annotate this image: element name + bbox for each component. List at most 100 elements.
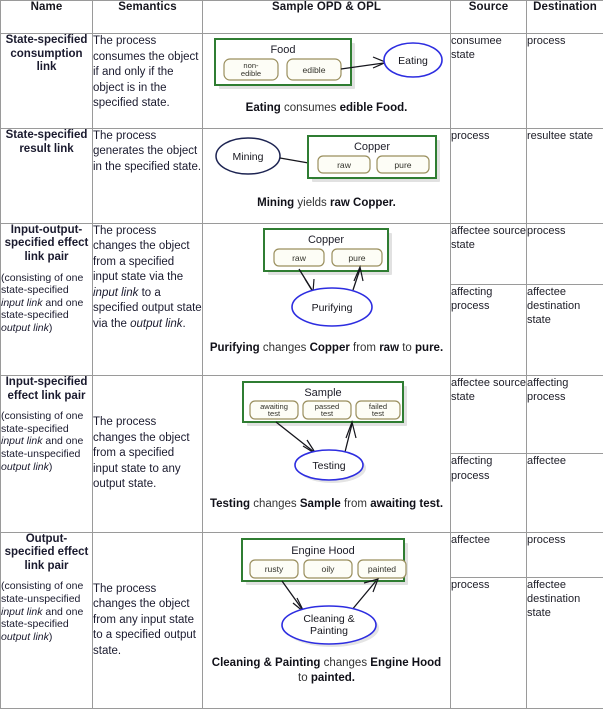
process-label: Mining [232, 151, 263, 163]
opd-diagram-consumption: Food non- edible edible Eating Eating co… [208, 34, 446, 116]
opd-diagram-output-specified: Engine Hood rusty oily painted Clea [208, 533, 446, 686]
link-qualifier: (consisting of one state-specified input… [1, 271, 84, 334]
state-rect-0 [248, 400, 299, 420]
opd-svg: Mining Copper raw pure [214, 134, 440, 182]
state-label-1: oily [321, 564, 335, 574]
row-name-cell: Input-specified effect link pair (consis… [0, 375, 93, 533]
row-source-cell: affectee [450, 531, 527, 579]
state-rect-0 [272, 248, 325, 267]
state-rect-0 [222, 58, 279, 81]
column-header-destination: Destination [526, 0, 603, 34]
table-header-row: Name Semantics Sample OPD & OPL Source D… [0, 0, 603, 34]
process-ellipse-mining [214, 137, 281, 175]
link-name: Input-output-specified effect link pair [4, 223, 89, 263]
opl-part: Copper [309, 341, 350, 354]
source-text: process [451, 129, 490, 142]
row-source-cell: affectee source state [450, 375, 527, 455]
opl-part: Engine Hood [370, 656, 442, 669]
opl-part: . [439, 341, 444, 354]
opl-sentence: Testing changes Sample from awaiting tes… [208, 497, 446, 512]
destination-text: process [527, 533, 566, 546]
row-opd-cell: Food non- edible edible Eating Eating co… [202, 33, 451, 129]
output-link-arrowhead [352, 264, 364, 282]
object-label: Sample [304, 387, 341, 399]
input-link-line [275, 421, 314, 453]
row-destination-cell: process [526, 33, 603, 129]
table-row-sub: process affectee destination state [1, 577, 603, 709]
opd-svg: Sample awaiting test passed test failed … [241, 381, 407, 484]
row-destination-cell: resultee state [526, 127, 603, 224]
output-link-line [351, 268, 361, 291]
source-text: consumee state [451, 35, 502, 62]
state-rect-0 [248, 559, 299, 579]
row-source-cell: process [450, 127, 527, 224]
opl-part: from [349, 341, 380, 354]
table-row: State-specified result link The process … [0, 127, 603, 224]
state-rect-1 [330, 248, 383, 267]
opl-part: painted [310, 671, 352, 684]
row-source-cell: consumee state [450, 33, 527, 129]
source-text: affecting process [451, 286, 493, 313]
state-label-0b: test [267, 409, 280, 418]
row-semantics-cell: The process consumes the object if and o… [92, 33, 203, 129]
object-label: Food [270, 44, 295, 56]
state-label-1b: test [320, 409, 333, 418]
opl-part: Purifying [209, 341, 260, 354]
table-row: Output-specified effect link pair (consi… [0, 531, 603, 709]
opl-part: to [298, 671, 311, 684]
opd-svg: Engine Hood rusty oily painted Clea [240, 537, 408, 647]
destination-text: affectee destination state [527, 286, 581, 327]
table-row: State-specified consumption link The pro… [0, 33, 603, 129]
row-name-cell: Input-output-specified effect link pair … [0, 222, 93, 377]
semantics-text: The process generates the object in the … [93, 129, 202, 173]
table-row-sub: affecting process affectee [1, 453, 603, 533]
output-link-arrowhead [363, 577, 379, 593]
semantics-text: The process changes the object from a sp… [93, 416, 190, 491]
opl-part: raw Copper [330, 196, 393, 209]
process-ellipse-eating [382, 42, 443, 78]
output-link-line [350, 580, 376, 612]
object-label: Copper [353, 141, 389, 153]
consumption-link-line [340, 62, 384, 70]
opl-part: . [404, 102, 408, 114]
opl-part: changes [250, 498, 300, 511]
state-label-1: pure [394, 160, 411, 170]
state-label-0b: edible [240, 69, 260, 78]
source-text: affectee [451, 533, 490, 546]
object-label: Engine Hood [291, 545, 355, 557]
opl-sentence: Cleaning & Painting changes Engine Hood … [208, 656, 446, 686]
column-header-source: Source [450, 0, 527, 34]
output-link-arrowhead [344, 420, 357, 439]
table-row: Input-specified effect link pair (consis… [0, 375, 603, 533]
state-rect-1 [375, 155, 430, 174]
opl-part: edible Food [339, 102, 405, 114]
process-label-line1: Cleaning & [303, 613, 354, 625]
state-label-2b: test [371, 409, 384, 418]
opl-part: . [439, 498, 444, 511]
state-label-1: pure [348, 253, 365, 263]
opl-sentence: Eating consumes edible Food. [208, 101, 446, 116]
opl-part: raw [379, 341, 400, 354]
opd-diagram-result: Mining Copper raw pure Mining yields raw… [208, 129, 446, 211]
opl-part: Mining [257, 196, 295, 209]
row-semantics-cell: The process generates the object in the … [92, 127, 203, 224]
opd-diagram-input-specified: Sample awaiting test passed test failed … [208, 376, 446, 512]
process-label: Eating [398, 55, 428, 67]
row-destination-cell: affectee [526, 453, 603, 533]
opl-sentence: Purifying changes Copper from raw to pur… [208, 341, 446, 356]
opl-part: pure [415, 341, 440, 354]
row-opd-cell: Engine Hood rusty oily painted Clea [202, 531, 451, 709]
opd-svg: Copper raw pure Purifying [262, 227, 392, 327]
state-label-0a: non- [243, 61, 259, 70]
row-destination-cell: affectee destination state [526, 577, 603, 709]
row-opd-cell: Copper raw pure Purifying Purifying cha [202, 222, 451, 377]
opl-part: Eating [245, 102, 281, 114]
column-header-name: Name [0, 0, 93, 34]
semantics-text: The process changes the object from a sp… [93, 224, 202, 330]
opl-part: . [392, 196, 396, 209]
opl-part: Sample [299, 498, 341, 511]
opl-part: changes [320, 656, 371, 669]
source-text: affectee source state [451, 224, 527, 251]
link-qualifier: (consisting of one state-specified input… [1, 410, 84, 473]
destination-text: process [527, 35, 566, 47]
